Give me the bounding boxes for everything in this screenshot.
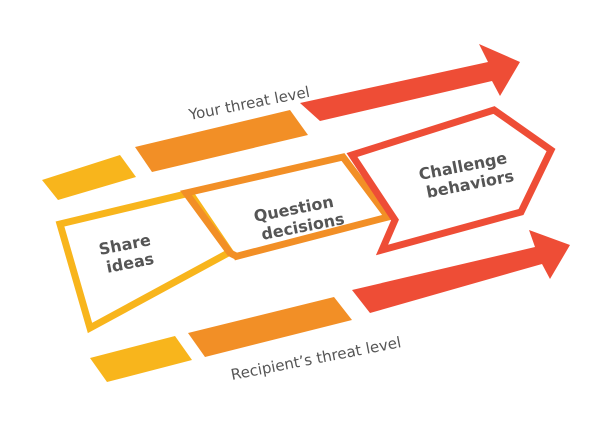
bottom-band-yellow-segment [90, 336, 192, 382]
step-challenge-behaviors: Challenge behaviors [346, 106, 556, 256]
top-band-yellow-segment [42, 155, 136, 200]
step-question-decisions-chevron [180, 153, 394, 261]
top-band-red-arrow [300, 44, 520, 121]
bottom-band-orange-segment [188, 297, 352, 357]
step-question-decisions: Question decisions [180, 153, 394, 261]
bottom-band-red-arrow [352, 230, 570, 313]
bottom-threat-band [90, 230, 570, 382]
top-threat-band [42, 44, 520, 200]
step-challenge-behaviors-chevron [346, 106, 556, 256]
top-band-orange-segment [135, 110, 308, 172]
